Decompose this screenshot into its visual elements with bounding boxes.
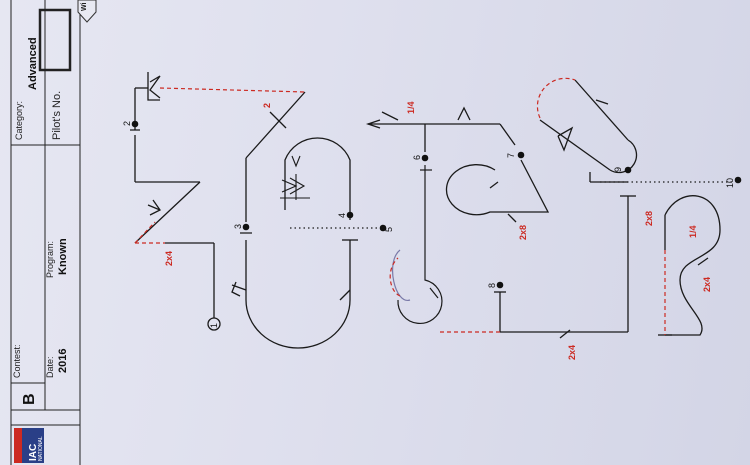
figure-7 (445, 159, 550, 223)
figure-1-dash-2 (134, 221, 156, 244)
figure-5-dot (379, 224, 387, 232)
roll-mark-fig8: 2x4 (567, 345, 577, 360)
figure-number-8: 8 (487, 283, 497, 288)
roll-mark-fig1: 2x4 (164, 251, 174, 266)
figure-number-3: 3 (233, 224, 243, 229)
figure-2-dot (131, 120, 139, 128)
figure-number-6: 6 (412, 155, 422, 160)
contest-label: Contest: (12, 344, 22, 378)
category-label: Category: (14, 101, 24, 140)
header-form (10, 0, 81, 465)
figure-8-dot (496, 281, 504, 289)
roll-mark-fig10a: 2x8 (644, 211, 654, 226)
figure-number-1: 1 (209, 323, 219, 328)
figure-9 (539, 79, 638, 183)
figure-4-dot (346, 211, 354, 219)
iac-logo: IAC NATIONAL (14, 428, 44, 463)
figure-number-7: 7 (506, 153, 516, 158)
figure-10-dot (734, 176, 742, 184)
date-label: Date: (45, 356, 55, 378)
roll-mark-fig10c: 2x4 (702, 277, 712, 292)
program-label: Program: (45, 241, 55, 278)
form-letter: B (21, 393, 38, 405)
figure-1 (134, 72, 221, 331)
figure-3 (231, 91, 358, 349)
figure-number-2: 2 (122, 121, 132, 126)
figure-number-5: 5 (384, 227, 394, 232)
figure-numbers: 1 2 3 4 5 6 7 8 9 10 (122, 121, 735, 328)
roll-mark-fig2: 2 (262, 103, 272, 108)
wind-label: Wi (81, 2, 88, 11)
program-value: Known (57, 238, 69, 275)
figure-2-dash (159, 87, 306, 93)
figure-5 (391, 165, 443, 324)
figure-9-dash (536, 77, 576, 119)
roll-mark-fig7: 2x8 (518, 225, 528, 240)
figure-number-4: 4 (337, 213, 347, 218)
figure-6 (365, 106, 516, 152)
figure-9-dot (624, 166, 632, 174)
figure-10 (658, 195, 721, 336)
figure-6-dot (421, 154, 429, 162)
logo-subtext: NATIONAL (38, 436, 44, 461)
wind-direction-tab: Wi (77, 0, 97, 23)
snap-roll-symbols (280, 155, 310, 200)
roll-mark-fig6: 1/4 (406, 101, 416, 114)
date-value: 2016 (57, 349, 69, 373)
figure-7-dot (517, 151, 525, 159)
roll-marks: 2x4 2 1/4 2x8 2x4 2x8 1/4 2x4 (164, 101, 712, 360)
logo-text: IAC (28, 444, 39, 461)
figure-5-dash (389, 257, 401, 297)
category-value: Advanced (27, 37, 39, 90)
pilot-number-label: Pilot's No. (51, 91, 63, 140)
figure-number-10: 10 (725, 178, 735, 188)
figure-8 (494, 195, 636, 339)
roll-mark-fig10b: 1/4 (688, 225, 698, 238)
figure-number-9: 9 (613, 167, 623, 172)
figure-3-dot (242, 223, 250, 231)
